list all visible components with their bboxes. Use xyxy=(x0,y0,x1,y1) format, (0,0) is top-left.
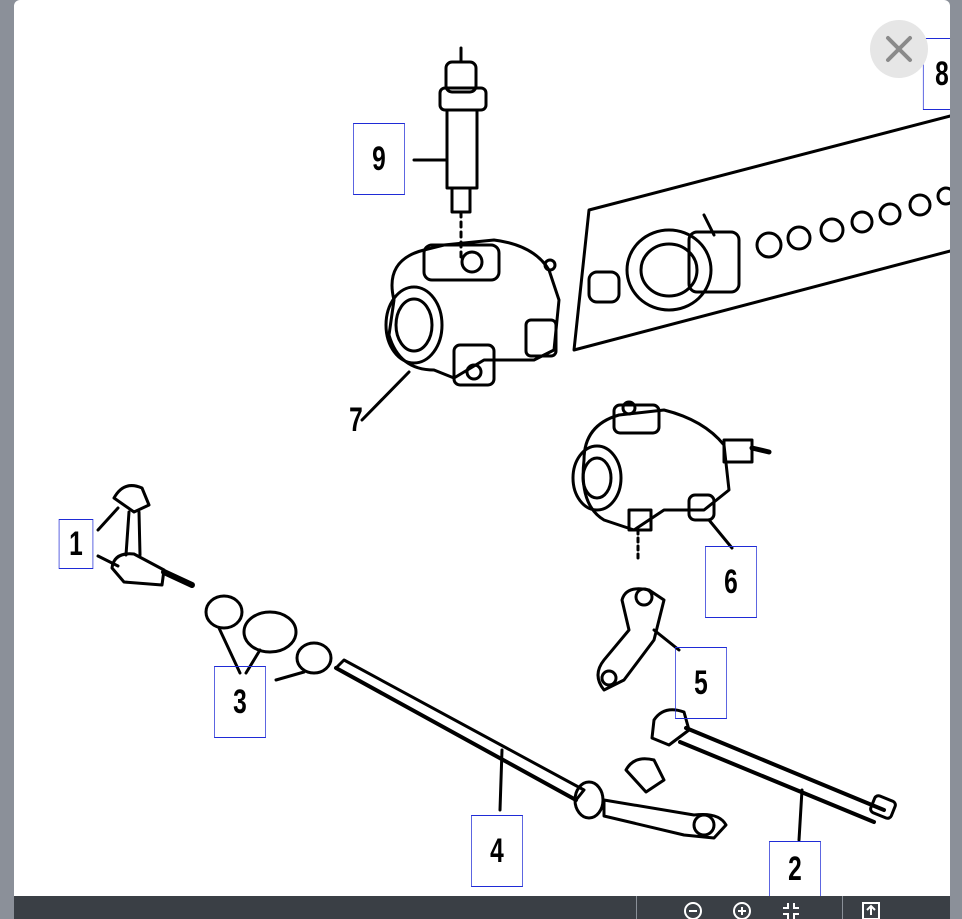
callout-9: 9 xyxy=(353,123,405,195)
toolbar-divider xyxy=(636,896,637,919)
close-icon xyxy=(886,36,912,62)
zoom-out-button[interactable] xyxy=(682,900,704,919)
callout-7: 7 xyxy=(349,400,363,439)
part-7-gear-housing xyxy=(360,238,561,422)
part-4-center-link xyxy=(334,658,728,840)
fit-button[interactable] xyxy=(780,900,802,919)
zoom-in-button[interactable] xyxy=(731,900,753,919)
viewer-toolbar xyxy=(14,896,950,919)
zoom-out-icon xyxy=(684,902,702,919)
part-5-pitman-arm xyxy=(596,587,681,692)
callout-5: 5 xyxy=(675,647,727,719)
callout-3: 3 xyxy=(214,666,266,738)
download-icon xyxy=(862,902,880,919)
image-viewer: 9 8 7 6 5 1 3 4 2 xyxy=(14,0,950,919)
steering-parts-diagram xyxy=(96,46,950,842)
callout-2: 2 xyxy=(769,841,821,898)
parts-explode-panel xyxy=(572,114,950,352)
fit-icon xyxy=(783,903,799,919)
callout-4: 4 xyxy=(471,815,523,887)
callout-6: 6 xyxy=(705,546,757,618)
toolbar-divider-2 xyxy=(842,896,843,919)
download-button[interactable] xyxy=(860,900,882,919)
callout-1: 1 xyxy=(58,519,94,569)
zoom-in-icon xyxy=(733,902,751,919)
callout-8: 8 xyxy=(922,38,950,110)
part-6-steering-gear xyxy=(571,400,772,562)
part-3-adjuster xyxy=(204,594,333,682)
close-button[interactable] xyxy=(870,20,928,78)
part-1-tie-rod-end xyxy=(96,484,195,588)
part-2-tie-rod xyxy=(650,708,897,842)
part-9-valve xyxy=(412,46,488,262)
